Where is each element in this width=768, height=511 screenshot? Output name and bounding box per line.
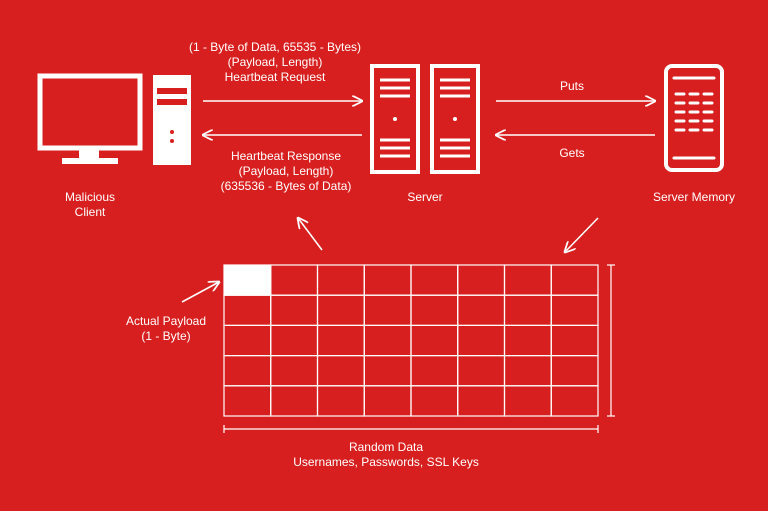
memory-cell — [316, 324, 365, 357]
response-line2: (Payload, Length) — [238, 164, 334, 178]
memory-cell — [223, 324, 272, 357]
memory-cell — [457, 355, 506, 387]
memory-cell — [550, 385, 599, 417]
memory-cell — [457, 264, 506, 296]
memory-cell — [550, 264, 599, 296]
server-rack-icon — [430, 64, 480, 174]
memory-cell — [270, 385, 319, 417]
memory-cell — [223, 385, 272, 417]
memory-cell — [270, 355, 319, 387]
random-line1: Random Data — [348, 440, 424, 454]
response-line1: Heartbeat Response — [230, 149, 342, 163]
memory-cell — [550, 324, 599, 357]
payload-line1: Actual Payload — [125, 314, 207, 328]
memory-cell — [503, 355, 552, 387]
gets-label: Gets — [559, 146, 585, 160]
response-label: Heartbeat Response (Payload, Length) (63… — [186, 149, 386, 194]
memory-cell — [503, 264, 552, 296]
memory-cell — [550, 355, 599, 387]
memory-cell — [410, 324, 459, 357]
memory-cell — [550, 294, 599, 327]
memory-cell — [410, 294, 459, 327]
payload-line2: (1 - Byte) — [141, 329, 191, 343]
grid-to-response-arrow — [298, 218, 323, 251]
memory-cell — [503, 385, 552, 417]
payload-label: Actual Payload (1 - Byte) — [106, 314, 226, 344]
client-line2: Client — [74, 205, 106, 219]
memory-cell — [223, 294, 272, 327]
memory-cell — [457, 324, 506, 357]
memory-cell — [316, 294, 365, 327]
memory-cell — [363, 294, 412, 327]
memory-module-icon — [664, 64, 724, 172]
height-bracket — [607, 264, 615, 417]
memory-cell — [363, 324, 412, 357]
memory-cell — [410, 385, 459, 417]
memory-cell — [223, 355, 272, 387]
puts-label: Puts — [559, 79, 584, 93]
memory-cell — [270, 294, 319, 327]
memory-cell — [457, 385, 506, 417]
client-line1: Malicious — [64, 190, 115, 204]
memory-cell — [270, 324, 319, 357]
random-line2: Usernames, Passwords, SSL Keys — [293, 455, 479, 469]
response-line3: (635536 - Bytes of Data) — [220, 179, 352, 193]
payload-pointer-arrow — [181, 282, 219, 303]
client-label: Malicious Client — [40, 190, 140, 220]
payload-cell — [223, 264, 272, 296]
server-memory-label: Server Memory — [652, 190, 735, 204]
memory-cell — [316, 264, 365, 296]
monitor-icon — [37, 73, 143, 164]
memory-cell — [363, 264, 412, 296]
computer-tower-icon — [153, 75, 191, 165]
memory-grid — [223, 264, 599, 417]
random-data-label: Random Data Usernames, Passwords, SSL Ke… — [276, 440, 496, 470]
request-label: (1 - Byte of Data, 65535 - Bytes) (Paylo… — [170, 40, 380, 85]
memory-cell — [410, 355, 459, 387]
server-rack-icon — [370, 64, 420, 174]
memory-cell — [270, 264, 319, 296]
request-line2: (Payload, Length) — [227, 55, 323, 69]
request-line3: Heartbeat Request — [224, 70, 326, 84]
request-line1: (1 - Byte of Data, 65535 - Bytes) — [188, 40, 362, 54]
memory-cell — [363, 355, 412, 387]
memory-cell — [503, 294, 552, 327]
memory-cell — [410, 264, 459, 296]
server-label: Server — [407, 190, 443, 204]
memory-cell — [503, 324, 552, 357]
width-bracket — [223, 425, 599, 433]
memory-cell — [363, 385, 412, 417]
memory-to-grid-arrow — [565, 217, 599, 252]
memory-cell — [457, 294, 506, 327]
memory-cell — [316, 385, 365, 417]
memory-cell — [316, 355, 365, 387]
